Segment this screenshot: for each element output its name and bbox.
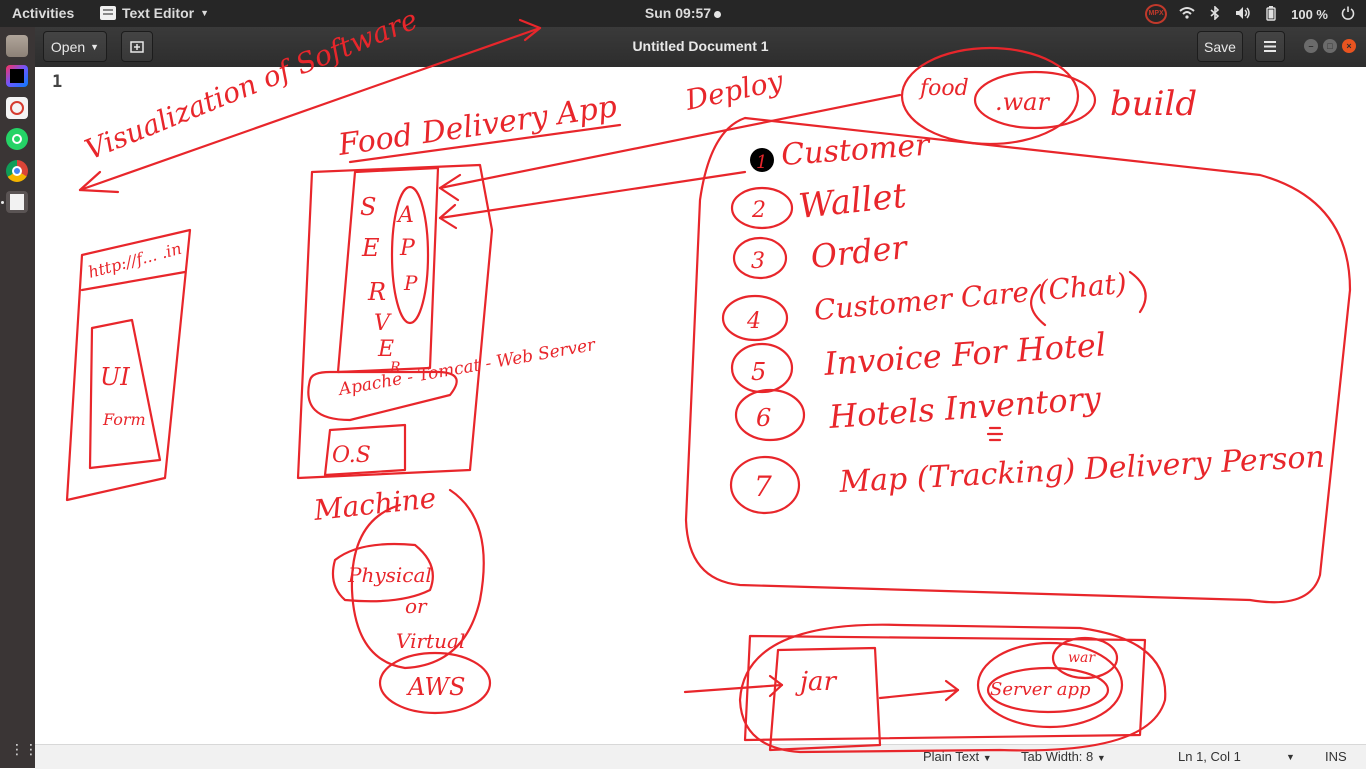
language-label: Plain Text — [923, 749, 980, 764]
tab-width-selector[interactable]: Tab Width: 8 ▼ — [1021, 749, 1106, 764]
minimize-icon: – — [1308, 41, 1314, 51]
open-button-label: Open — [50, 38, 86, 55]
chevron-down-icon: ▼ — [1096, 753, 1106, 763]
document-title: Untitled Document 1 — [632, 38, 769, 54]
chevron-down-icon: ▼ — [90, 41, 100, 52]
minimize-button[interactable]: – — [1304, 39, 1318, 53]
hamburger-menu-icon — [1264, 41, 1276, 52]
clock-label: Sun 09:57 — [644, 5, 712, 21]
close-button[interactable]: × — [1342, 39, 1356, 53]
bluetooth-icon — [1207, 5, 1223, 22]
mpx-icon[interactable]: MPX — [1145, 4, 1168, 24]
maximize-icon: □ — [1327, 41, 1333, 51]
chevron-down-icon[interactable]: ▼ — [1286, 752, 1295, 762]
text-editor-dock-icon[interactable] — [6, 191, 28, 213]
top-bar: Activities Text Editor ▼ Sun 09:57 MPX 1… — [0, 0, 1366, 27]
status-bar: Plain Text ▼ Tab Width: 8 ▼ Ln 1, Col 1 … — [35, 744, 1366, 769]
activities-button[interactable]: Activities — [12, 5, 75, 21]
open-button[interactable]: Open ▼ — [43, 31, 107, 62]
battery-icon — [1263, 6, 1279, 22]
cursor-position[interactable]: Ln 1, Col 1 — [1178, 749, 1241, 764]
cursor-position-label: Ln 1, Col 1 — [1178, 749, 1241, 764]
save-button-label: Save — [1204, 38, 1236, 55]
hamburger-menu-button[interactable] — [1255, 31, 1285, 62]
new-document-icon — [130, 40, 144, 53]
insert-mode-indicator[interactable]: INS — [1325, 749, 1347, 764]
active-app-indicator — [1, 201, 4, 204]
volume-icon — [1235, 6, 1251, 22]
system-tray[interactable]: MPX 100 % — [1145, 4, 1356, 24]
wifi-icon — [1179, 6, 1195, 22]
text-editor-area[interactable]: 1 — [35, 67, 1366, 744]
language-selector[interactable]: Plain Text ▼ — [923, 749, 992, 764]
chrome-icon[interactable] — [6, 160, 28, 182]
text-editor-icon — [100, 6, 116, 20]
intellij-icon[interactable] — [6, 65, 28, 87]
chevron-down-icon: ▼ — [982, 753, 992, 763]
save-button[interactable]: Save — [1197, 31, 1243, 62]
new-document-button[interactable] — [121, 31, 153, 62]
whatsapp-icon[interactable] — [6, 128, 28, 150]
chevron-down-icon: ▼ — [200, 8, 209, 18]
line-number: 1 — [52, 72, 63, 92]
header-bar: Open ▼ Untitled Document 1 Save – □ × — [35, 27, 1366, 67]
notification-dot-icon — [714, 10, 722, 18]
close-icon: × — [1346, 41, 1352, 51]
app-menu[interactable]: Text Editor ▼ — [100, 5, 209, 21]
tab-width-label: Tab Width: 8 — [1021, 749, 1094, 764]
pdf-viewer-icon[interactable] — [6, 97, 28, 119]
maximize-button[interactable]: □ — [1323, 39, 1337, 53]
power-icon[interactable] — [1340, 6, 1356, 22]
dock: ⋮⋮⋮ — [0, 27, 52, 768]
app-menu-label: Text Editor — [122, 5, 195, 21]
files-icon[interactable] — [6, 35, 28, 57]
battery-percent: 100 % — [1291, 6, 1328, 22]
